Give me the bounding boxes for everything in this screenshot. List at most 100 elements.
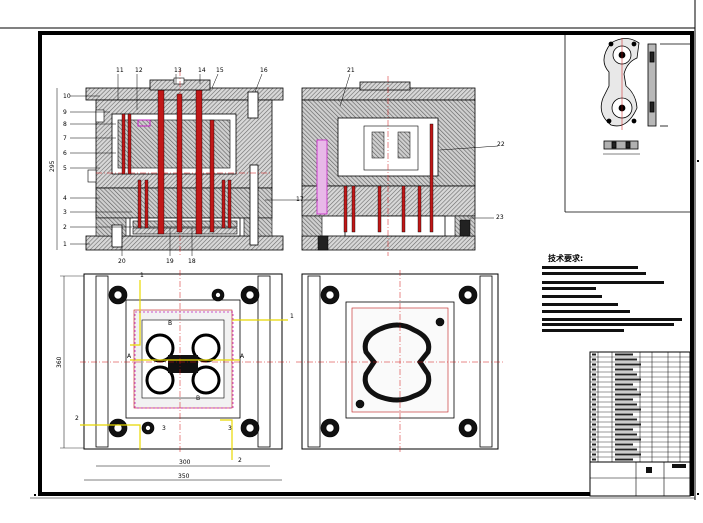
parts-row-text	[615, 453, 641, 456]
balloons-bottom: 20 19 18	[118, 228, 196, 265]
balloon-label: 2	[63, 224, 67, 231]
section-mark: 3	[162, 425, 166, 432]
parts-row-text	[615, 378, 641, 381]
balloon-label: 4	[63, 195, 67, 202]
balloons-left: 10 9 8 7 6 5 4 3 2 1	[63, 93, 132, 248]
cavity-shape	[145, 333, 221, 395]
parts-row-number	[592, 373, 596, 376]
parts-row-number	[592, 368, 596, 371]
parts-row-number	[592, 408, 596, 411]
parts-row-text	[615, 428, 633, 431]
section-mark: A	[240, 353, 245, 360]
parts-row-number	[592, 423, 596, 426]
balloon-label: 9	[63, 109, 67, 116]
cavity-plan-view	[296, 270, 504, 452]
parts-row-number	[592, 403, 596, 406]
core-pins	[121, 83, 232, 235]
parts-row-number	[592, 438, 596, 441]
parts-row-text	[615, 388, 637, 391]
section-mark: A	[127, 353, 132, 360]
parts-row-text	[615, 363, 641, 366]
product-part-section	[603, 140, 640, 155]
parts-row-number	[592, 433, 596, 436]
balloon-label: 23	[496, 214, 504, 221]
section-mark: 1	[290, 313, 294, 320]
parts-row-text	[615, 443, 633, 446]
corner-marks	[34, 160, 699, 496]
product-view-panel	[564, 35, 690, 213]
parts-row-number	[592, 363, 596, 366]
parts-row-number	[592, 358, 596, 361]
balloon-label: 3	[63, 209, 67, 216]
balloon-label: 6	[63, 150, 67, 157]
section-mark: 2	[238, 457, 242, 464]
balloon-label: 17	[296, 196, 304, 203]
parts-list-cols	[597, 352, 681, 462]
parts-row-text	[615, 418, 637, 421]
balloon-label: 10	[63, 93, 71, 100]
sheet-border	[0, 0, 696, 500]
parts-row-number	[592, 413, 596, 416]
technical-requirements: 技术要求:	[542, 253, 682, 332]
section-marks: A A B B 1 1 2 2 3 3	[75, 272, 294, 464]
balloon-label: 1	[63, 241, 67, 248]
guide-holes-cavity	[320, 285, 478, 438]
balloon-label: 13	[174, 67, 182, 74]
balloon	[70, 95, 132, 245]
side-section-view	[301, 76, 476, 256]
product-part-plan	[600, 38, 640, 130]
parts-row-text	[615, 403, 637, 406]
balloon-label: 18	[188, 258, 196, 265]
parts-row-text	[615, 458, 633, 461]
balloon-label: 11	[116, 67, 124, 74]
balloon-label: 19	[166, 258, 174, 265]
parts-row-number	[592, 353, 596, 356]
balloon-label: 7	[63, 135, 67, 142]
parts-row-number	[592, 398, 596, 401]
section-mark: B	[168, 320, 172, 327]
balloon-label: 22	[497, 141, 505, 148]
dimension-width-inner-label: 300	[179, 459, 191, 466]
parts-row-number	[592, 448, 596, 451]
title-block	[589, 351, 691, 497]
parts-row-text	[615, 383, 633, 386]
parts-row-text	[615, 423, 641, 426]
parts-row-text	[615, 368, 633, 371]
balloons-top: 11 12 13 14 15 16	[116, 67, 268, 110]
balloon-label: 5	[63, 165, 67, 172]
parts-row-text	[615, 438, 641, 441]
parts-row-number	[592, 458, 596, 461]
parts-row-number	[592, 428, 596, 431]
parts-row-text	[615, 353, 633, 356]
parts-row-number	[592, 443, 596, 446]
parts-row-text	[615, 408, 641, 411]
parts-row-number	[592, 418, 596, 421]
dimension-height-label: 295	[49, 160, 56, 172]
balloon-label: 8	[63, 121, 67, 128]
balloon-label: 16	[260, 67, 268, 74]
balloon-label: 15	[216, 67, 224, 74]
parts-row-number	[592, 453, 596, 456]
tech-requirements-title: 技术要求:	[548, 253, 583, 263]
dimension-width-outer-label: 350	[178, 473, 190, 480]
section-lines	[80, 280, 288, 460]
parts-row-number	[592, 388, 596, 391]
front-section-view	[85, 70, 284, 256]
product-part-side	[647, 43, 690, 127]
parts-row-number	[592, 378, 596, 381]
tech-requirement-lines	[542, 266, 682, 332]
section-mark: B	[196, 395, 200, 402]
parts-row-text	[615, 393, 641, 396]
parts-row-text	[615, 433, 637, 436]
guide-holes	[108, 285, 260, 438]
parts-row-text	[615, 413, 633, 416]
parts-row-text	[615, 448, 637, 451]
parts-row-number	[592, 383, 596, 386]
plan-dimensions: 360 300 350	[56, 275, 282, 481]
core-plan-view	[80, 270, 290, 460]
parts-row-number	[592, 393, 596, 396]
section-mark: 1	[140, 272, 144, 279]
dimension-plan-height-label: 360	[56, 356, 63, 368]
dimension-height: 295	[49, 88, 58, 250]
